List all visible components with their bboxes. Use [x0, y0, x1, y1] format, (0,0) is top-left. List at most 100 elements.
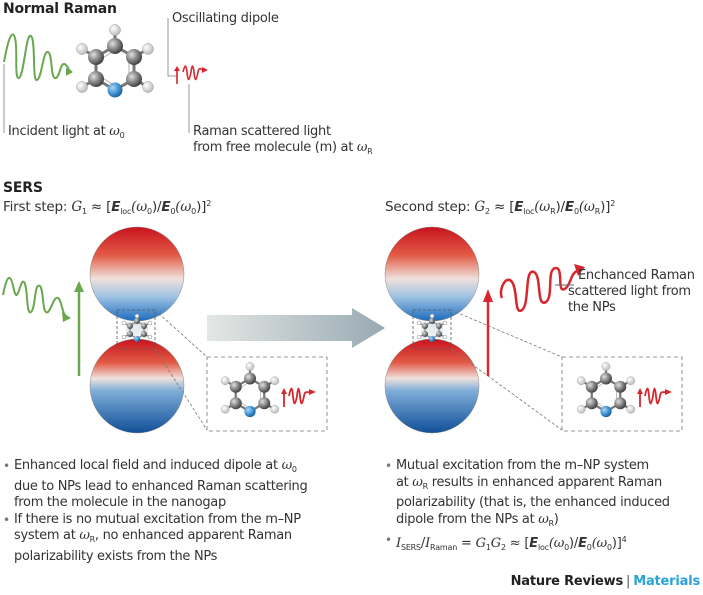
left-bullet-list: Enhanced local field and induced dipole …	[3, 458, 363, 565]
omega-symbol: ω	[281, 458, 293, 473]
oscillating-dipole-label: Oscillating dipole	[172, 11, 279, 26]
omega-subscript: 0	[191, 207, 197, 216]
omega-symbol: ω	[109, 124, 120, 139]
power-exponent: 2	[610, 199, 616, 208]
incident-light-wave-sers	[2, 276, 71, 322]
intensity-symbol: I	[396, 536, 401, 551]
e-field-symbol: E	[529, 536, 538, 551]
incident-light-wave	[3, 33, 73, 82]
omega-arg: (ω	[534, 199, 551, 215]
omega-symbol: ω	[538, 511, 549, 527]
pyridine-molecule-inset-right	[576, 361, 636, 419]
g-subscript: 1	[81, 207, 87, 216]
omega-arg: (ω	[591, 536, 607, 551]
omega-arg: (ω	[175, 199, 192, 215]
approx-symbol: ≈ [	[86, 199, 112, 215]
omega-arg: (ω	[578, 199, 595, 215]
e-subscript: 0	[586, 543, 592, 552]
approx-symbol: ≈ [	[505, 536, 530, 551]
nanoparticle-bottom-right	[384, 338, 480, 434]
normal-raman-title: Normal Raman	[3, 1, 117, 17]
omega-subscript: R	[422, 481, 429, 491]
enhanced-raman-line1: Enchanced Raman	[578, 268, 695, 283]
e-subscript: loc	[523, 207, 535, 216]
sers-title: SERS	[3, 180, 43, 196]
omega-arg: (ω	[131, 199, 148, 215]
g-symbol: G	[474, 199, 486, 215]
left-bullet-2: If there is no mutual excitation from th…	[3, 512, 363, 566]
e-field-symbol: E	[578, 536, 587, 551]
bullet-text: Enhanced local field and induced dipole …	[14, 458, 282, 473]
pyridine-molecule-inset-left	[220, 361, 280, 419]
nanogap-zoom-box-right	[412, 309, 452, 350]
molecule-inset-box-left	[206, 356, 328, 432]
pyridine-molecule	[75, 23, 155, 99]
omega-subscript: 0	[606, 543, 612, 552]
omega-subscript: 0	[119, 131, 125, 140]
g-symbol: G	[475, 536, 486, 551]
raman-scattered-label: Raman scattered light from free molecule…	[193, 124, 373, 160]
nanogap-zoom-box-left	[116, 309, 156, 350]
bracket-close: )]	[600, 199, 611, 215]
journal-section: Materials	[633, 574, 700, 589]
footer-separator: |	[626, 574, 631, 589]
g-subscript: 1	[485, 543, 491, 552]
omega-subscript: 0	[291, 465, 297, 474]
bullet-text: )	[553, 511, 559, 527]
approx-symbol: ≈ [	[489, 199, 515, 215]
bullet-text: at	[396, 474, 413, 490]
e-subscript: loc	[120, 207, 132, 216]
raman-scattered-line1: Raman scattered light	[193, 124, 331, 139]
polarization-arrow-red	[483, 289, 493, 376]
omega-arg: (ω	[548, 536, 565, 551]
power-exponent: 2	[206, 199, 212, 208]
omega-subscript: 0	[564, 543, 570, 552]
equals-symbol: =	[457, 536, 476, 551]
e-field-symbol: E	[161, 199, 171, 215]
omega-subscript: R	[89, 535, 96, 544]
nanoparticle-top-right	[384, 226, 480, 322]
divide-symbol: /	[420, 536, 426, 551]
incident-light-label: Incident light at ω0	[8, 124, 125, 144]
raman-scattered-text: from free molecule (m) at	[193, 140, 357, 155]
first-step-formula: First step: G1 ≈ [Eloc(ω0)/E0(ω0)]2	[3, 199, 211, 216]
omega-symbol: ω	[79, 528, 90, 543]
second-step-prefix: Second step:	[385, 199, 475, 215]
g-subscript: 2	[500, 543, 506, 552]
e-subscript: 0	[573, 207, 579, 216]
divide-symbol: )/	[569, 536, 579, 551]
second-step-formula: Second step: G2 ≈ [Eloc(ωR)/E0(ωR)]2	[385, 199, 615, 216]
intensity-subscript: Raman	[430, 543, 458, 552]
e-field-symbol: E	[514, 199, 524, 215]
nanoparticle-top-left	[89, 226, 185, 322]
divide-symbol: )/	[151, 199, 162, 215]
omega-subscript: R	[367, 147, 373, 156]
right-bullet-1: Mutual excitation from the m–NP system a…	[385, 458, 703, 532]
enhanced-raman-line3: the NPs	[568, 300, 616, 315]
bracket-close: )]	[611, 536, 622, 551]
omega-subscript: R	[550, 207, 556, 216]
raman-scattered-wave-inset-left	[281, 387, 316, 407]
bullet-text: , no enhanced apparent Raman	[94, 528, 292, 543]
bullet-text: Mutual excitation from the m–NP system	[396, 458, 649, 473]
bullet-text: results in enhanced apparent Raman	[427, 474, 663, 490]
raman-scattered-wave-inset-right	[637, 387, 672, 407]
bullet-text: system at	[14, 528, 80, 543]
raman-scattered-wave-small	[174, 65, 208, 84]
bullet-text: due to NPs lead to enhanced Raman scatte…	[14, 478, 308, 494]
nanoparticle-bottom-left	[89, 338, 185, 434]
omega-symbol: ω	[356, 140, 368, 155]
raman-scattered-line2: from free molecule (m) at ωR	[193, 140, 373, 160]
intensity-subscript: SERS	[400, 543, 421, 552]
power-exponent: 4	[621, 535, 627, 544]
g-symbol: G	[490, 536, 501, 551]
enhanced-raman-line2: scattered light from	[568, 284, 691, 299]
process-arrow	[207, 308, 385, 348]
journal-name: Nature Reviews	[510, 574, 624, 589]
oscillating-dipole-leader	[167, 18, 178, 77]
bullet-text: dipole from the NPs at	[396, 511, 539, 527]
intensity-symbol: I	[425, 536, 431, 551]
incident-light-text: Incident light at	[8, 124, 110, 139]
divide-symbol: )/	[555, 199, 565, 215]
